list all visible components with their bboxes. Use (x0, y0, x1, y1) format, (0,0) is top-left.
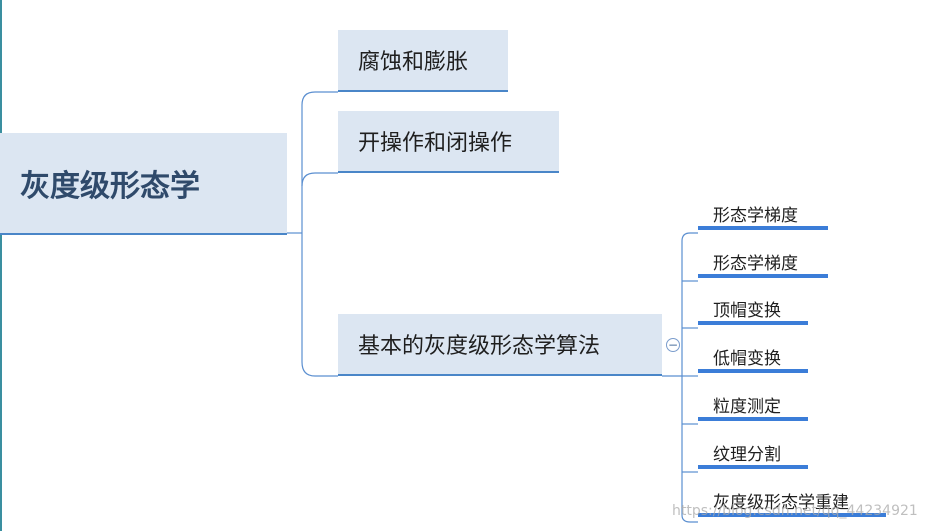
leaf-node-grayscale-reconstruction[interactable]: 灰度级形态学重建 (698, 487, 886, 517)
leaf-label: 低帽变换 (713, 348, 781, 369)
leaf-node-bottom-hat[interactable]: 低帽变换 (698, 343, 808, 373)
leaf-node-texture-segmentation[interactable]: 纹理分割 (698, 439, 808, 469)
root-label: 灰度级形态学 (20, 169, 200, 204)
branch-node-erosion-dilation[interactable]: 腐蚀和膨胀 (338, 30, 508, 92)
left-edge-bar (0, 0, 2, 531)
leaf-label: 形态学梯度 (713, 253, 798, 274)
leaf-node-top-hat[interactable]: 顶帽变换 (698, 295, 808, 325)
collapse-toggle-icon[interactable]: − (666, 338, 680, 352)
branch-node-open-close[interactable]: 开操作和闭操作 (338, 111, 559, 173)
leaf-node-morph-gradient-1[interactable]: 形态学梯度 (698, 200, 828, 230)
leaf-node-morph-gradient-2[interactable]: 形态学梯度 (698, 248, 828, 278)
branch-node-basic-algorithms[interactable]: 基本的灰度级形态学算法 (338, 314, 662, 376)
leaf-node-granulometry[interactable]: 粒度测定 (698, 391, 808, 421)
branch-label: 开操作和闭操作 (358, 131, 513, 156)
branch-label: 腐蚀和膨胀 (358, 50, 469, 75)
leaf-label: 纹理分割 (713, 444, 781, 465)
watermark-text: https://blog.csdn.net/qq_44234921 (672, 503, 918, 519)
branch-label: 基本的灰度级形态学算法 (358, 334, 601, 359)
root-node[interactable]: 灰度级形态学 (0, 133, 287, 235)
collapse-symbol: − (667, 338, 679, 352)
leaf-label: 顶帽变换 (713, 300, 781, 321)
leaf-label: 粒度测定 (713, 396, 781, 417)
leaf-label: 灰度级形态学重建 (713, 492, 849, 513)
leaf-label: 形态学梯度 (713, 205, 798, 226)
